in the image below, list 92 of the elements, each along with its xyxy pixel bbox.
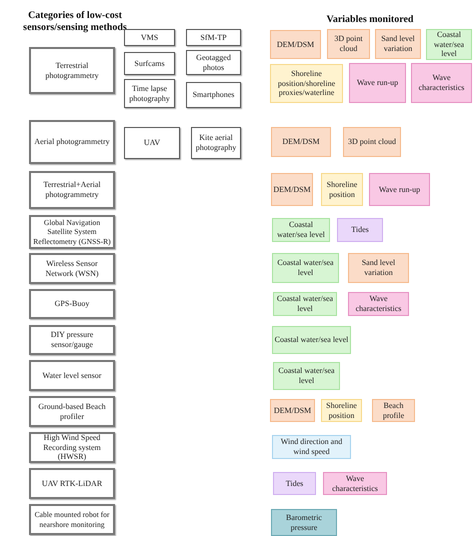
box-label: Coastal water/sea level — [432, 30, 466, 59]
box-variable — [273, 362, 340, 390]
box-variable — [272, 326, 351, 354]
box-variable — [272, 253, 339, 283]
box-variable — [372, 399, 415, 422]
box-label: Wave characteristics — [354, 294, 402, 314]
box-label: Coastal water/sea level — [276, 220, 326, 240]
box-subcategory — [124, 79, 175, 108]
box-category — [29, 289, 115, 319]
box-label: Aerial photogrammetry — [34, 137, 110, 147]
box-category — [29, 120, 115, 164]
box-label: Surfcams — [134, 58, 165, 68]
box-variable — [337, 218, 383, 242]
box-label: 3D point cloud — [348, 137, 396, 147]
box-label: GPS-Buoy — [54, 299, 90, 309]
box-variable — [321, 173, 363, 206]
column-heading: Variables monitored — [326, 14, 414, 26]
box-variable — [369, 173, 430, 206]
box-label: DEM/DSM — [276, 40, 314, 50]
box-label: Ground-based Beach profiler — [37, 402, 107, 422]
box-variable — [343, 127, 401, 157]
box-category — [29, 171, 115, 209]
box-subcategory — [186, 50, 241, 75]
box-label: Kite aerial photography — [194, 133, 238, 153]
box-subcategory — [124, 29, 175, 46]
box-label: Tides — [286, 478, 304, 488]
box-label: Shoreline position — [325, 400, 358, 420]
box-label: Beach profile — [382, 400, 406, 420]
box-variable — [271, 127, 331, 157]
box-label: Tides — [351, 225, 369, 235]
box-variable — [273, 472, 316, 495]
box-label: Barometric pressure — [285, 512, 323, 532]
box-subcategory — [124, 52, 175, 75]
box-label: Geotagged photos — [195, 52, 232, 72]
box-variable — [271, 509, 337, 536]
box-variable — [272, 435, 351, 459]
box-label: Coastal water/sea level — [276, 294, 334, 314]
box-label: Sand level variation — [360, 258, 396, 278]
box-label: UAV — [144, 138, 160, 148]
box-label: DIY pressure sensor/gauge — [50, 330, 94, 350]
box-category — [29, 504, 115, 535]
box-label: DEM/DSM — [273, 184, 311, 194]
box-label: VMS — [140, 32, 158, 42]
box-variable — [272, 218, 330, 242]
box-category — [29, 253, 115, 284]
box-label: Coastal water/sea level — [276, 258, 335, 278]
box-label: SfM-TP — [200, 32, 227, 42]
box-variable — [270, 30, 321, 59]
box-variable — [349, 63, 406, 103]
box-variable — [270, 399, 315, 422]
box-subcategory — [186, 29, 241, 46]
box-label: Wind direction and wind speed — [280, 437, 344, 457]
box-label: Wireless Sensor Network (WSN) — [44, 258, 100, 278]
box-variable — [323, 472, 387, 495]
box-category — [29, 325, 115, 355]
box-label: Coastal water/sea level — [274, 335, 348, 345]
box-variable — [271, 173, 313, 206]
box-label: Shoreline position/shoreline proxies/waterline — [276, 69, 336, 98]
box-label: Coastal water/sea level — [277, 366, 336, 386]
box-label: Wave run-up — [356, 78, 398, 88]
box-variable — [348, 292, 409, 316]
box-subcategory — [191, 127, 241, 159]
box-label: 3D point cloud — [333, 34, 364, 54]
box-label: Terrestrial+Aerial photogrammetry — [42, 180, 102, 200]
box-label: Wave characteristics — [331, 474, 379, 494]
box-variable — [327, 29, 370, 59]
box-variable — [411, 63, 472, 103]
box-category — [29, 47, 115, 94]
box-variable — [270, 64, 343, 103]
box-variable — [348, 253, 409, 283]
box-subcategory — [186, 82, 241, 108]
box-category — [29, 432, 115, 463]
box-category — [29, 396, 115, 427]
box-label: Sand level variation — [380, 34, 416, 54]
box-variable — [426, 29, 472, 60]
box-subcategory — [124, 127, 180, 159]
box-label: DEM/DSM — [282, 137, 320, 147]
box-category — [29, 360, 115, 391]
box-label: Time lapse photography — [128, 84, 171, 104]
box-label: Smartphones — [192, 90, 234, 100]
box-label: DEM/DSM — [274, 406, 312, 416]
box-label: UAV RTK-LiDAR — [42, 478, 102, 488]
box-label: High Wind Speed Recording system (HWSR) — [42, 433, 102, 462]
box-label: Wave run-up — [378, 184, 420, 194]
box-label: Wave characteristics — [418, 73, 466, 93]
box-label: Terrestrial photogrammetry — [44, 60, 100, 80]
heading: Categories of low-cost sensors/sensing methods — [22, 10, 128, 34]
box-variable — [375, 29, 421, 59]
box-label: Water level sensor — [42, 370, 102, 380]
box-category — [29, 468, 115, 499]
box-variable — [321, 399, 362, 422]
box-label: Shoreline position — [326, 180, 358, 200]
